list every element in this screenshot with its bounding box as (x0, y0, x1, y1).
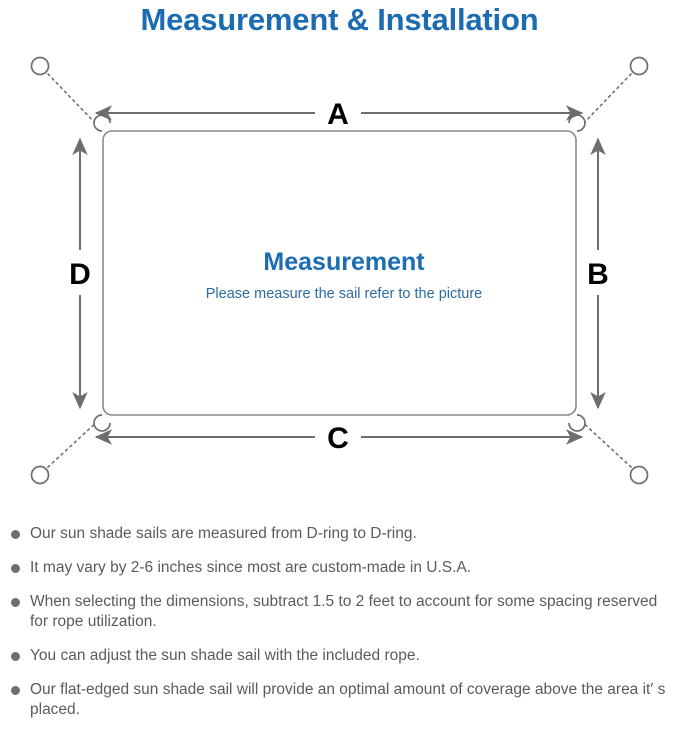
anchor-ring-top-right (629, 56, 649, 76)
bullet-icon (11, 598, 20, 607)
list-item-text: When selecting the dimensions, subtract … (30, 593, 658, 630)
anchor-ring-bottom-left (30, 465, 50, 485)
list-item: When selecting the dimensions, subtract … (0, 592, 679, 632)
rope-bottom-right (579, 419, 632, 468)
bullet-icon (11, 564, 20, 573)
diagram-canvas: A C D B Measurement Please measure the s… (30, 56, 649, 485)
list-item-text: It may vary by 2-6 inches since most are… (30, 559, 472, 576)
dimension-label-d: D (69, 258, 91, 291)
list-item-text: Our flat-edged sun shade sail will provi… (30, 681, 666, 718)
bullet-icon (11, 530, 20, 539)
dimension-label-a: A (327, 98, 349, 131)
list-item: Our sun shade sails are measured from D-… (0, 524, 679, 544)
sail-outline (102, 130, 577, 416)
dimension-label-c: C (327, 422, 349, 455)
anchor-ring-top-left (30, 56, 50, 76)
page-title: Measurement & Installation (140, 2, 539, 37)
rope-bottom-left (47, 419, 100, 468)
rope-top-right (579, 73, 632, 128)
bullet-icon (11, 652, 20, 661)
notes-list: Our sun shade sails are measured from D-… (0, 524, 679, 734)
d-ring-top-left (93, 114, 111, 132)
diagram-center-subtext: Please measure the sail refer to the pic… (206, 286, 482, 302)
bullet-icon (11, 686, 20, 695)
d-ring-bottom-left (93, 414, 111, 432)
list-item-text: You can adjust the sun shade sail with t… (30, 647, 420, 664)
dimension-label-b: B (587, 258, 609, 291)
d-ring-bottom-right (568, 414, 586, 432)
d-ring-top-right (568, 114, 586, 132)
list-item: You can adjust the sun shade sail with t… (0, 646, 679, 666)
anchor-ring-bottom-right (629, 465, 649, 485)
measurement-diagram: A C D B Measurement Please measure the s… (0, 45, 679, 515)
list-item-text: Our sun shade sails are measured from D-… (30, 525, 417, 542)
rope-top-left (47, 73, 100, 128)
list-item: Our flat-edged sun shade sail will provi… (0, 680, 679, 720)
diagram-center-heading: Measurement (263, 248, 425, 276)
list-item: It may vary by 2-6 inches since most are… (0, 558, 679, 578)
